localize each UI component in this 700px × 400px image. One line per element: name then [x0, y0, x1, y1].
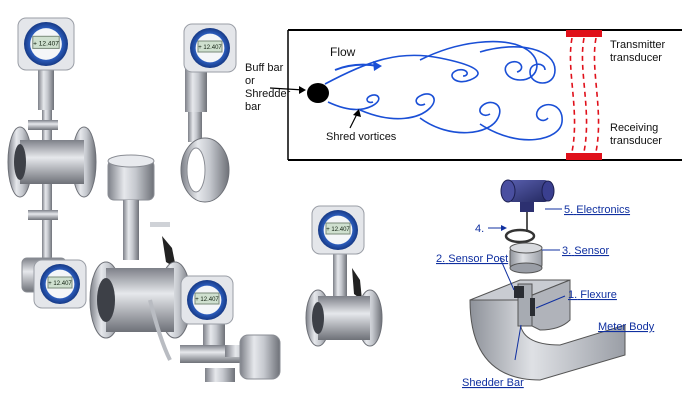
vortices-label: Shred vortices — [326, 131, 397, 143]
wafer-meter-compact — [180, 62, 230, 203]
part-label-4: 4. — [475, 223, 484, 235]
part4-arrowhead — [501, 225, 507, 231]
vortex-streams — [324, 40, 563, 141]
sensor-post-part — [514, 286, 524, 298]
flanged-meter-right — [305, 250, 383, 347]
display-reading: + 12.407 — [198, 45, 222, 51]
remote-meter-bottom — [180, 315, 281, 382]
sealing-ring — [504, 228, 536, 244]
bluff-bar-arrow — [269, 87, 305, 91]
part-label-sensor: 3. Sensor — [562, 245, 609, 257]
part-label-shedder-bar: Shedder Bar — [462, 377, 524, 389]
meter-display-head: + 12.407 — [183, 23, 237, 73]
ultrasonic-beams — [569, 37, 600, 153]
meter-displays: + 12.407 + 12.407 + 12.407 + 12.407 + 12.407 — [17, 17, 365, 325]
exploded-leaders — [488, 208, 566, 361]
flowmeter-products: + 12.407 + 12.407 + 12.407 + 12.407 + 12.407 — [7, 17, 383, 382]
meter-display-head: + 12.407 — [180, 275, 234, 325]
transmitter-label: Transmitter transducer — [610, 39, 668, 64]
receiver-label: Receiving transducer — [610, 122, 662, 147]
flexure-part — [530, 298, 535, 316]
display-reading: + 12.407 — [195, 297, 219, 303]
part-label-sensor-post: 2. Sensor Post — [436, 253, 508, 265]
electronics-housing — [500, 179, 555, 212]
bluff-bar-label: Buff bar or Shredder bar — [245, 62, 293, 113]
flanged-meter-large — [89, 154, 192, 361]
part-label-flexure: 1. Flexure — [568, 289, 617, 301]
display-reading: + 12.407 — [33, 40, 59, 47]
display-reading: + 12.407 — [326, 227, 350, 233]
receiver-transducer-bar — [566, 153, 602, 160]
meter-body — [469, 279, 626, 381]
vortices-arrowhead — [353, 109, 361, 117]
flow-label: Flow — [330, 45, 356, 59]
meter-display-head: + 12.407 — [17, 17, 75, 71]
exploded-meter-view: 5. Electronics 4. 3. Sensor 2. Sensor Po… — [436, 179, 655, 389]
sensor-part — [509, 242, 543, 274]
meter-display-head: + 12.407 — [311, 205, 365, 255]
meter-display-head: + 12.407 — [33, 259, 87, 309]
inline-meter-tall — [7, 70, 97, 293]
bluff-bar — [307, 83, 329, 103]
transmitter-transducer-bar — [566, 30, 602, 37]
vortex-shedding-diagram: Buff bar or Shredder bar Flow Shred vort… — [245, 29, 682, 161]
flow-arrowhead — [373, 61, 382, 71]
bluff-bar-arrowhead — [299, 86, 306, 94]
part-label-meter-body: Meter Body — [598, 321, 655, 333]
display-reading: + 12.407 — [48, 281, 72, 287]
part-label-electronics: 5. Electronics — [564, 204, 631, 216]
